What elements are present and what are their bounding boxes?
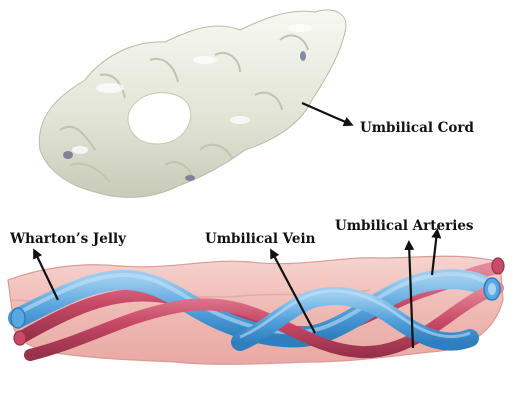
cord-illustration: [8, 256, 504, 364]
arrow-umbilical-cord: [302, 103, 350, 124]
umbilical-cord-photo: [39, 10, 346, 197]
label-umbilical-vein: Umbilical Vein: [205, 231, 316, 247]
label-umbilical-arteries: Umbilical Arteries: [335, 218, 474, 234]
label-umbilical-cord: Umbilical Cord: [360, 120, 475, 136]
label-whartons-jelly: Wharton’s Jelly: [9, 231, 127, 247]
